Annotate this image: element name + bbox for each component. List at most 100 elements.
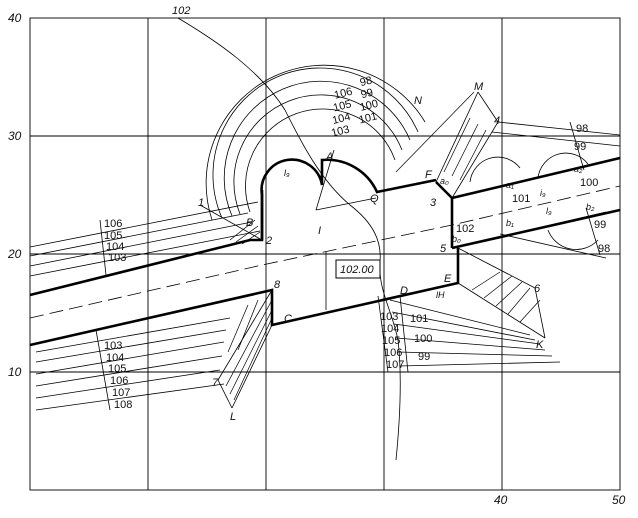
annot-i: I	[318, 225, 321, 237]
right-top-label: 99	[574, 141, 586, 153]
right-bottom-label: 98	[598, 243, 610, 255]
slope-line-n	[395, 91, 475, 173]
arc-label-right: 98	[359, 75, 374, 90]
contour-line	[35, 369, 221, 399]
contour-line	[389, 299, 531, 336]
contour-line	[391, 311, 536, 341]
axis-label-20: 20	[7, 247, 22, 261]
road-edge-right-top	[451, 156, 621, 200]
axis-label-x40: 40	[494, 493, 508, 507]
hatch	[443, 117, 471, 173]
right-mid-label: 101	[512, 193, 530, 205]
hatch	[451, 123, 479, 177]
annot-l9: l₉	[546, 206, 552, 216]
tick-bar	[399, 295, 409, 373]
arc	[537, 152, 589, 179]
arc-label: 105	[332, 98, 353, 114]
arc-label-right: 100	[359, 98, 380, 114]
annot-a0: a₀	[440, 176, 449, 186]
contour-line	[29, 201, 259, 248]
axis-label-10: 10	[8, 365, 22, 379]
hatch	[229, 309, 273, 395]
scale-ticks	[95, 121, 601, 411]
point-k: K	[536, 339, 544, 351]
point-b: B	[246, 217, 253, 229]
axis-label-x50: 50	[612, 493, 626, 507]
annot-b0: b₀	[452, 234, 461, 244]
road-edge-top	[29, 158, 437, 297]
hatch	[233, 317, 273, 401]
arc-label: 106	[333, 86, 354, 102]
small-annotations: a₀ b₀ a₁ a₂ b₁ b₂ i₉ l₉ l₉ lН I	[284, 164, 595, 300]
hatches-b	[199, 204, 263, 245]
cut-d-label: 106	[384, 347, 402, 359]
cut-d-right-label: 100	[414, 333, 432, 345]
left-fill-bottom-label: 105	[108, 363, 126, 375]
arc-label: 103	[330, 123, 351, 139]
slope-line-m	[435, 91, 479, 183]
arc	[245, 108, 396, 213]
axis-label-40: 40	[8, 11, 22, 25]
platform-elevation-box	[335, 259, 381, 279]
arc-label: 104	[331, 111, 352, 127]
hatch	[237, 299, 259, 351]
grid	[29, 17, 621, 491]
left-fill-bottom-label: 104	[106, 352, 124, 364]
left-fill-bottom-label: 106	[110, 375, 128, 387]
slope-line-4	[451, 121, 499, 199]
arc	[223, 80, 411, 217]
slope-line-k	[457, 282, 546, 339]
annot-l9-arc: l₉	[284, 168, 290, 178]
slope-line	[499, 233, 607, 259]
contour-line	[35, 317, 231, 353]
point-n: N	[414, 95, 422, 107]
tick-bar	[99, 219, 107, 276]
point-q: Q	[370, 193, 379, 205]
arcs-a	[205, 64, 426, 221]
slope-edge	[477, 91, 499, 123]
hatch	[519, 299, 541, 323]
slope-line-l	[231, 324, 273, 409]
contour-102	[177, 17, 401, 461]
point-1: 1	[198, 197, 204, 209]
contour-line	[35, 341, 225, 375]
cut-d-labels: 103 104 105 106 107 101 100 99	[380, 311, 432, 371]
point-a: A	[325, 151, 333, 163]
left-fill-top-label: 105	[104, 230, 122, 242]
contour-line	[35, 383, 225, 411]
axis-label-30: 30	[8, 129, 22, 143]
cut-d-right-label: 101	[410, 313, 428, 325]
hatch	[235, 225, 259, 243]
slope-edge	[534, 287, 546, 339]
hatch	[225, 299, 273, 387]
contour-line	[35, 355, 223, 387]
cut-d-label: 105	[382, 335, 400, 347]
contour-line	[497, 121, 621, 136]
slope-line-6	[457, 247, 536, 289]
point-5: 5	[440, 243, 447, 255]
tick-bar	[569, 121, 585, 171]
right-bottom-label: 99	[594, 219, 606, 231]
right-low-label: 102	[456, 223, 474, 235]
right-labels: 98 99 100 101 102 99 98	[456, 123, 610, 255]
point-d: D	[400, 285, 408, 297]
contour-line	[491, 131, 621, 147]
contour-line	[393, 323, 541, 345]
contour-line	[399, 361, 561, 367]
arc	[469, 156, 521, 183]
platform-line	[315, 197, 377, 211]
left-fill-bottom-label: 107	[112, 387, 130, 399]
left-contours	[29, 201, 261, 411]
contour-line	[29, 212, 249, 257]
cut-d-label: 107	[386, 359, 404, 371]
hatch	[227, 304, 249, 353]
point-3: 3	[430, 197, 437, 209]
arc	[233, 94, 403, 215]
hatch	[471, 271, 501, 291]
right-top-label: 98	[576, 123, 588, 135]
arcs-right	[451, 152, 607, 259]
tick-bar	[95, 329, 111, 411]
point-8: 8	[274, 279, 281, 291]
